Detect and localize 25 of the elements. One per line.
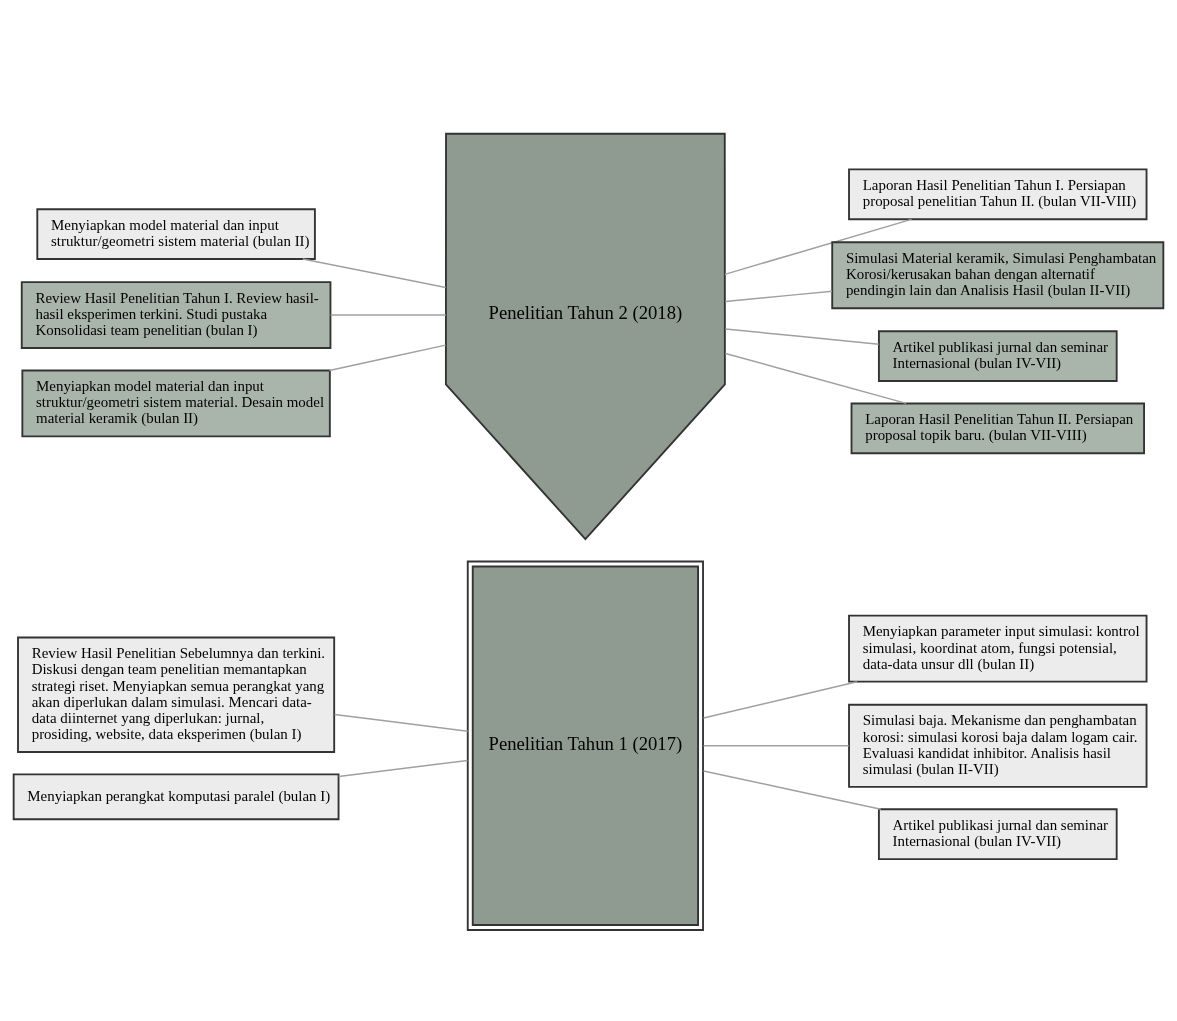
- node-box: Artikel publikasi jurnal dan seminar Internasional (bulan IV-VII): [877, 808, 1118, 860]
- node-box: Simulasi Material keramik, Simulasi Penghambatan Korosi/kerusakan bahan dengan alternatif pendingin lain dan Analisis Hasil (bulan II-VII): [831, 241, 1165, 310]
- node-box: Menyiapkan parameter input simulasi: kontrol simulasi, koordinat atom, fungsi potensial, data-data unsur dll (bulan II): [848, 614, 1148, 683]
- node-box: Menyiapkan perangkat komputasi paralel (bulan I): [12, 773, 340, 821]
- node-box: Laporan Hasil Penelitian Tahun I. Persiapan proposal penelitian Tahun II. (bulan VII-VIII): [848, 168, 1148, 221]
- node-box: Review Hasil Penelitian Sebelumnya dan terkini. Diskusi dengan team penelitian memantapkan strategi riset. Menyiapkan semua perangkat yang akan diperlukan dalam simulasi. Mencari data-data diinternet yang diperlukan: jurnal, prosiding, website, data eksperimen (bulan I): [17, 636, 336, 753]
- node-box: Penelitian Tahun 1 (2017): [466, 560, 704, 931]
- node-box: Menyiapkan model material dan input struktur/geometri sistem material (bulan II): [36, 208, 316, 260]
- connector: [724, 328, 880, 346]
- connector: [337, 759, 469, 778]
- node-box: Menyiapkan model material dan input struktur/geometri sistem material. Desain model material keramik (bulan II): [21, 369, 331, 438]
- connector: [301, 258, 447, 289]
- connector: [328, 344, 447, 372]
- node-box: Simulasi baja. Mekanisme dan penghambatan korosi: simulasi korosi baja dalam logam cair. Evaluasi kandidat inhibitor. Analisis hasil simulasi (bulan II-VII): [848, 703, 1148, 788]
- connector: [702, 770, 882, 810]
- connector: [333, 713, 469, 732]
- node-box: Review Hasil Penelitian Tahun I. Review hasil-hasil eksperimen terkini. Studi pustaka Konsolidasi team penelitian (bulan I): [20, 281, 332, 349]
- node-box: Artikel publikasi jurnal dan seminar Internasional (bulan IV-VII): [877, 330, 1118, 382]
- connector: [702, 745, 850, 747]
- connector: [724, 290, 833, 303]
- node-box: Laporan Hasil Penelitian Tahun II. Persiapan proposal topik baru. (bulan VII-VIII): [850, 402, 1145, 455]
- connector: [702, 681, 858, 719]
- connector: [724, 218, 913, 276]
- connector: [329, 314, 447, 316]
- connector: [724, 352, 907, 405]
